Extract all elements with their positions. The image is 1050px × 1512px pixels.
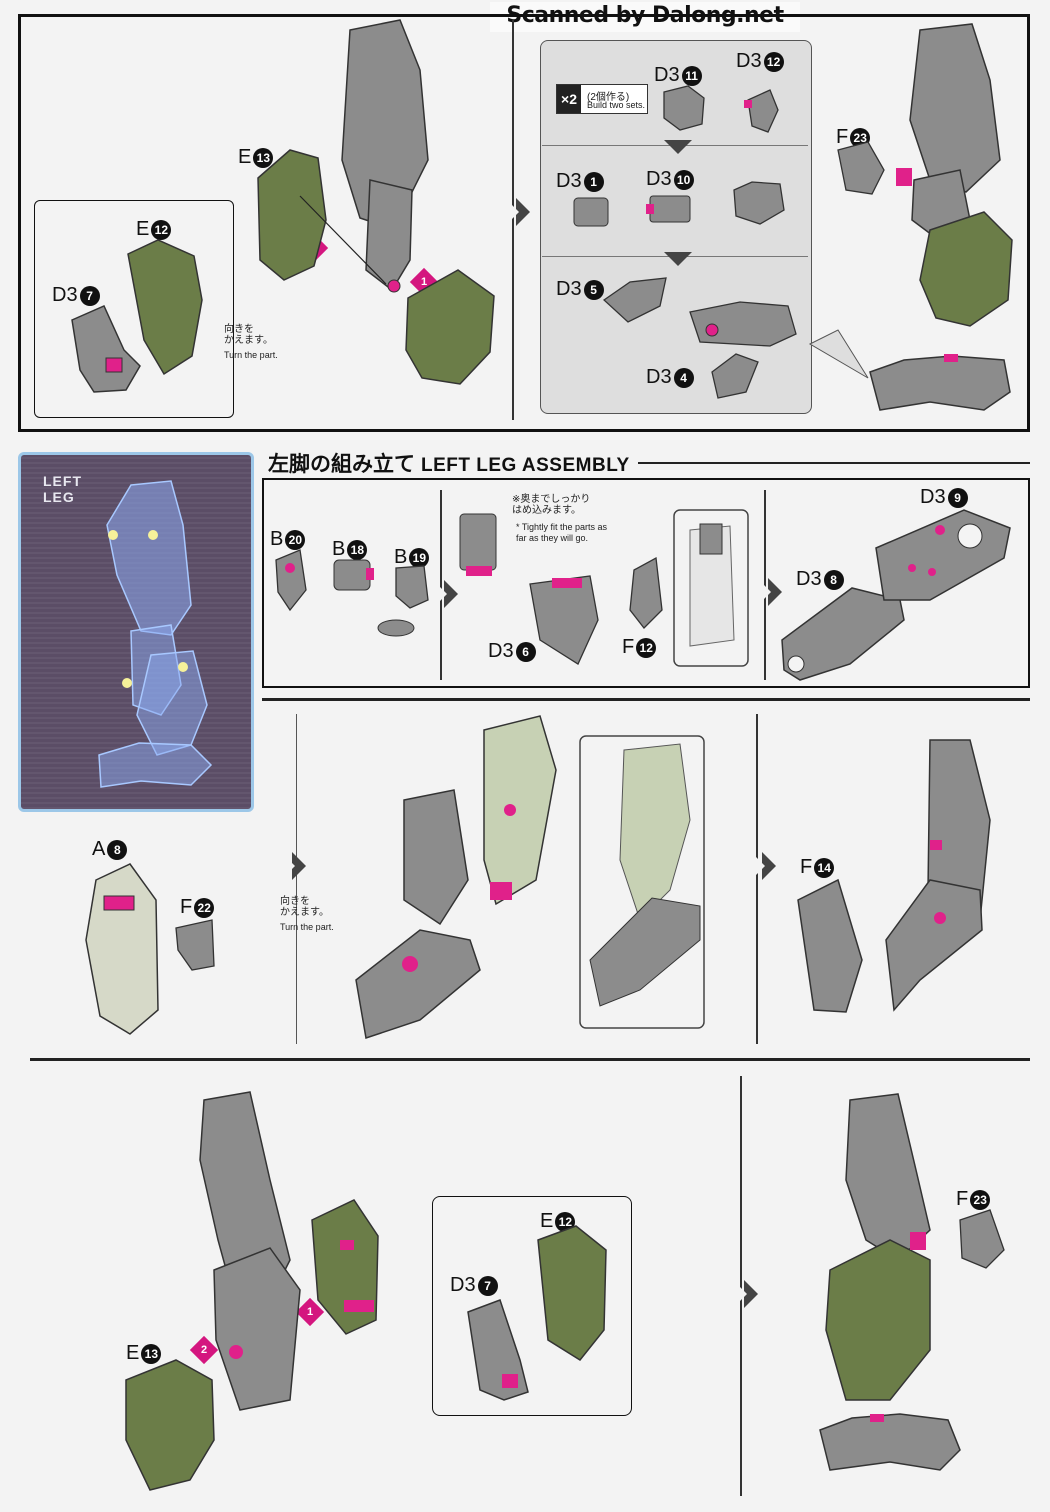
hologram-leg-icon	[98, 480, 213, 788]
next-arrow	[738, 1280, 758, 1308]
section-title: 左脚の組み立て LEFT LEG ASSEMBLY	[268, 448, 638, 476]
turn-note-en: Turn the part.	[224, 350, 278, 360]
turn-note-jp: 向きを かえます。	[280, 896, 329, 918]
left-leg-panel: LEFT LEG	[18, 452, 254, 812]
turn-note-jp: 向きを かえます。	[224, 324, 273, 346]
leg-illustration-top-left	[71, 19, 1013, 411]
build-two-en: Build two sets.	[587, 100, 646, 110]
inset-box	[34, 200, 234, 418]
section-title-en: LEFT LEG ASSEMBLY	[421, 455, 630, 476]
row3-divider-2	[756, 714, 758, 1044]
multiplier: ×2	[557, 85, 581, 113]
next-arrow	[286, 852, 306, 880]
next-arrow	[510, 198, 530, 226]
down-arrow	[664, 140, 692, 154]
tight-fit-note-en: * Tightly fit the parts as far as they w…	[516, 522, 608, 543]
row3-frame	[262, 698, 1030, 701]
top-section-frame	[18, 14, 1030, 432]
build-two-jp: (2個作る)	[587, 92, 630, 103]
row2-illustrations	[275, 509, 1011, 681]
row2-frame	[262, 478, 1030, 688]
build-two-badge: ×2 (2個作る) Build two sets.	[556, 84, 648, 114]
next-arrow	[762, 578, 782, 606]
tight-fit-note-jp: ※奥までしっかり はめ込みます。	[512, 494, 591, 516]
inset-box-bottom	[432, 1196, 632, 1416]
next-arrow	[756, 852, 776, 880]
down-arrow	[664, 252, 692, 266]
row3-illustrations	[85, 715, 991, 1039]
section-rule	[620, 462, 1030, 464]
turn-note-en: Turn the part.	[280, 922, 334, 932]
next-arrow	[438, 580, 458, 608]
row4-rule	[30, 1058, 1030, 1061]
left-leg-label: LEFT LEG	[43, 473, 82, 505]
section-title-jp: 左脚の組み立て	[268, 451, 415, 476]
